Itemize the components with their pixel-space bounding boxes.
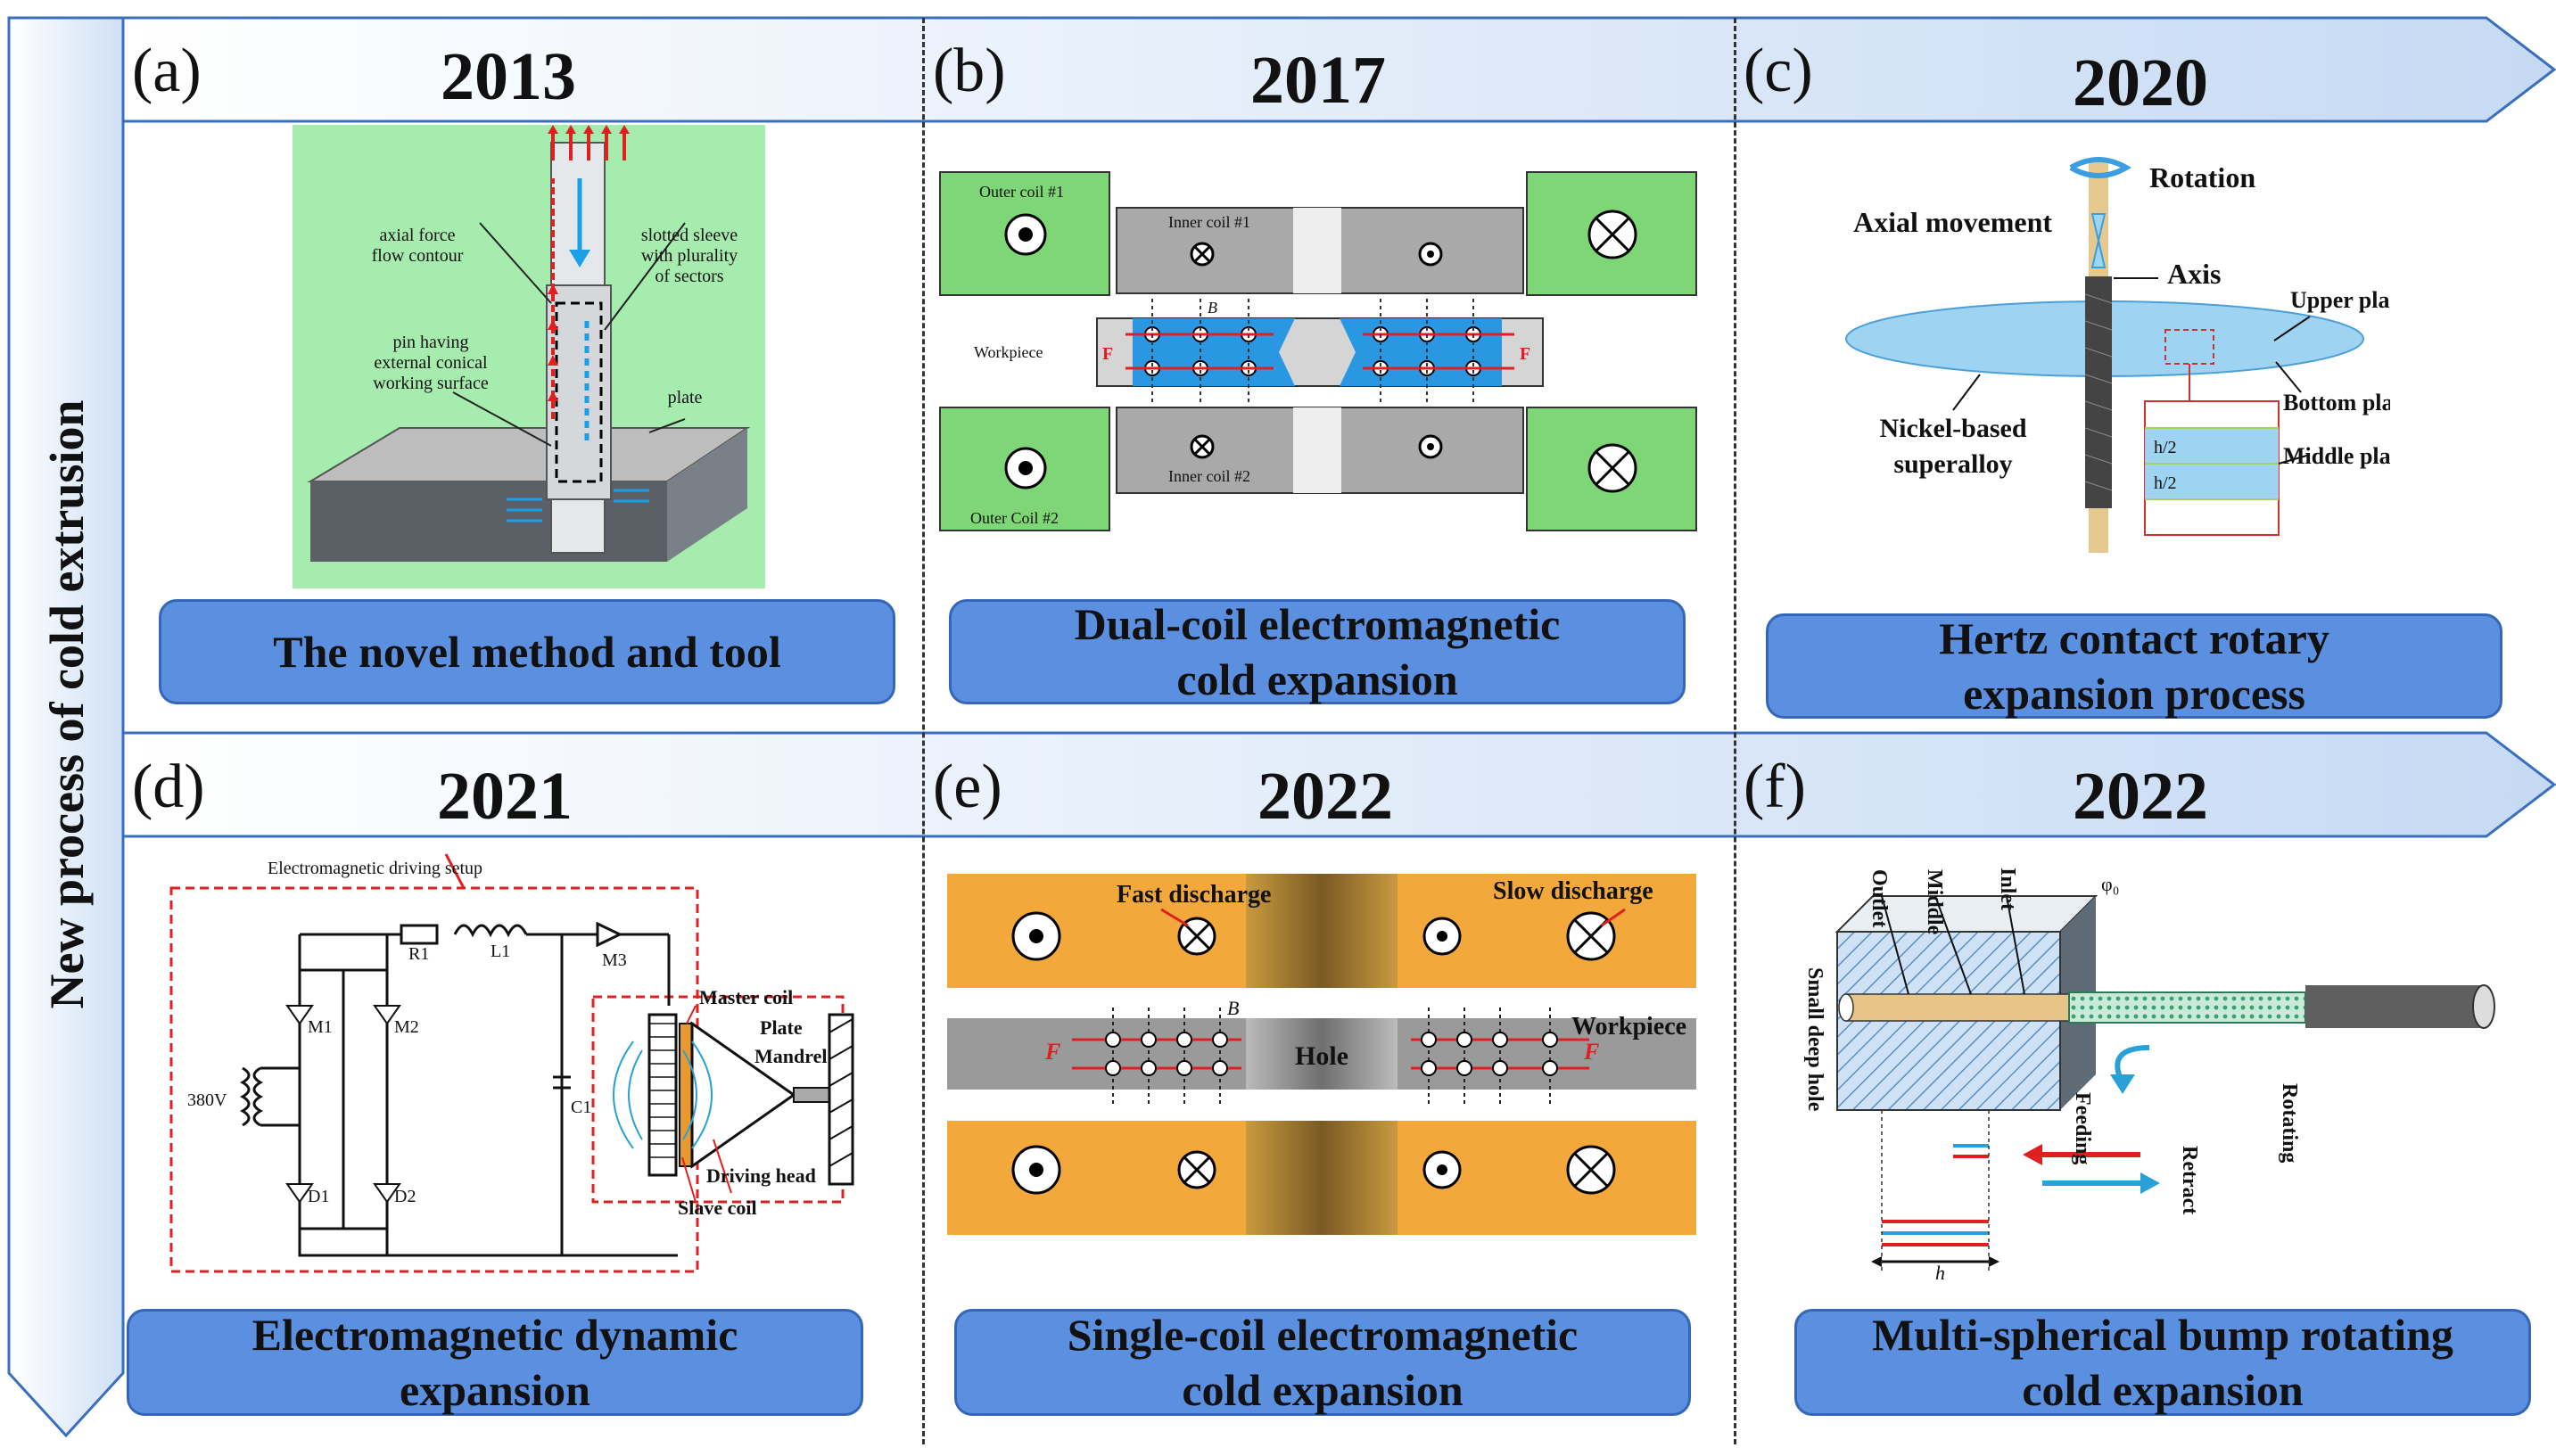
b-force-left: F xyxy=(1102,344,1113,364)
caption-e-line-2: cold expansion xyxy=(1182,1365,1464,1415)
caption-c-line-1: Hertz contact rotary xyxy=(1939,613,2329,663)
caption-f-line-2: cold expansion xyxy=(2022,1365,2304,1415)
panel-c-year: 2020 xyxy=(2073,45,2208,120)
b-outer-coil-2: Outer Coil #2 xyxy=(970,509,1059,527)
e-force-right: F xyxy=(1583,1039,1599,1065)
f-feeding: Feeding xyxy=(2071,1092,2094,1164)
c-axis: Axis xyxy=(2167,258,2221,290)
f-small-hole: Small deep hole xyxy=(1803,967,1826,1112)
b-force-right: F xyxy=(1520,344,1530,364)
panel-e-year: 2022 xyxy=(1257,759,1393,834)
caption-e-line-1: Single-coil electromagnetic xyxy=(1067,1309,1579,1360)
b-field: B xyxy=(1208,299,1217,317)
d-c1: C1 xyxy=(571,1098,591,1117)
diagram-e: Fast discharge Slow discharge Hole Workp… xyxy=(947,874,1696,1235)
separator-1 xyxy=(922,18,925,1444)
b-inner-coil-1: Inner coil #1 xyxy=(1168,213,1250,231)
a-label-pin: pin having xyxy=(393,333,469,352)
separator-2 xyxy=(1734,18,1736,1444)
panel-a-letter: (a) xyxy=(132,37,202,105)
d-l1: L1 xyxy=(491,942,510,961)
a-label-plurality: with plurality xyxy=(641,246,738,266)
c-upper-plane: Upper plane xyxy=(2290,287,2390,313)
panel-d-year: 2021 xyxy=(437,759,573,834)
a-label-plate: plate xyxy=(668,388,703,407)
panel-b-year: 2017 xyxy=(1250,43,1386,118)
caption-a: The novel method and tool xyxy=(159,599,895,704)
d-r1: R1 xyxy=(408,944,429,964)
diagram-a: axial force flow contour slotted sleeve … xyxy=(293,125,765,588)
e-slow-discharge: Slow discharge xyxy=(1493,877,1653,905)
caption-c-line-2: expansion process xyxy=(1963,669,2305,719)
e-force-left: F xyxy=(1044,1039,1060,1065)
panel-a-year: 2013 xyxy=(441,39,576,114)
d-setup: Electromagnetic driving setup xyxy=(268,859,482,878)
a-label-flow: flow contour xyxy=(372,246,464,266)
diagram-b: Outer coil #1 Outer Coil #2 Inner coil #… xyxy=(939,171,1697,531)
c-half-h-1: h/2 xyxy=(2154,438,2177,457)
a-label-slotted: slotted sleeve xyxy=(641,226,738,245)
e-hole: Hole xyxy=(1295,1041,1348,1071)
panel-b-letter: (b) xyxy=(933,37,1006,105)
d-d2: D2 xyxy=(394,1187,416,1206)
e-field: B xyxy=(1227,997,1239,1019)
d-m2: M2 xyxy=(394,1017,419,1037)
c-axial-movement: Axial movement xyxy=(1853,206,2052,238)
d-voltage: 380V xyxy=(187,1090,227,1110)
caption-b-line-1: Dual-coil electromagnetic xyxy=(1074,598,1561,649)
a-label-sectors: of sectors xyxy=(655,267,723,286)
d-master-coil: Master coil xyxy=(699,986,793,1008)
b-workpiece: Workpiece xyxy=(974,343,1043,361)
a-label-conical: external conical xyxy=(374,353,488,373)
timeline-band-top xyxy=(123,16,2556,123)
diagram-f: Outlet Middle Inlet Small deep hole Feed… xyxy=(1803,868,2495,1279)
a-label-surface: working surface xyxy=(373,374,489,393)
panel-e-letter: (e) xyxy=(933,753,1002,821)
c-half-h-2: h/2 xyxy=(2154,473,2177,493)
e-fast-discharge: Fast discharge xyxy=(1117,881,1271,909)
c-middle-plane: Middle plane xyxy=(2283,443,2390,469)
diagram-d: Electromagnetic driving setup R1 L1 M3 M… xyxy=(169,853,854,1273)
timeline-band-bottom xyxy=(123,731,2556,838)
e-workpiece: Workpiece xyxy=(1571,1013,1686,1041)
panel-d-letter: (d) xyxy=(132,753,205,821)
d-m1: M1 xyxy=(308,1017,333,1037)
b-outer-coil-1: Outer coil #1 xyxy=(979,183,1064,201)
d-m3: M3 xyxy=(602,950,627,970)
d-mandrel: Mandrel xyxy=(754,1045,827,1067)
diagram-c: h/2 h/2 Rotation Axial movement Axis Upp… xyxy=(1845,157,2390,553)
c-material-1: Nickel-based xyxy=(1880,414,2027,443)
c-bottom-plane: Bottom plane xyxy=(2283,390,2390,415)
caption-a-line-1: The novel method and tool xyxy=(273,626,781,677)
panel-f-year: 2022 xyxy=(2073,759,2208,834)
f-phi: φ₀ xyxy=(2101,873,2119,895)
f-middle: Middle xyxy=(1923,869,1946,935)
f-retract: Retract xyxy=(2178,1146,2201,1214)
caption-b-line-2: cold expansion xyxy=(1176,654,1458,704)
a-label-axial: axial force xyxy=(380,226,456,245)
side-arrow xyxy=(7,16,125,1438)
f-rotating: Rotating xyxy=(2278,1083,2301,1163)
d-driving-head: Driving head xyxy=(706,1164,816,1187)
panel-f-letter: (f) xyxy=(1744,753,1806,821)
f-h: h xyxy=(1935,1262,1945,1279)
caption-c: Hertz contact rotary expansion process xyxy=(1766,613,2502,719)
d-d1: D1 xyxy=(308,1187,329,1206)
b-inner-coil-2: Inner coil #2 xyxy=(1168,467,1250,485)
caption-f-line-1: Multi-spherical bump rotating xyxy=(1872,1309,2453,1360)
d-slave-coil: Slave coil xyxy=(678,1197,757,1219)
f-outlet: Outlet xyxy=(1868,869,1891,927)
caption-d-line-2: expansion xyxy=(400,1365,590,1415)
f-inlet: Inlet xyxy=(1996,868,2019,910)
d-plate: Plate xyxy=(760,1016,803,1039)
caption-d-line-1: Electromagnetic dynamic xyxy=(251,1309,738,1360)
c-material-2: superalloy xyxy=(1893,449,2012,479)
c-rotation: Rotation xyxy=(2149,161,2255,193)
panel-c-letter: (c) xyxy=(1744,37,1813,105)
